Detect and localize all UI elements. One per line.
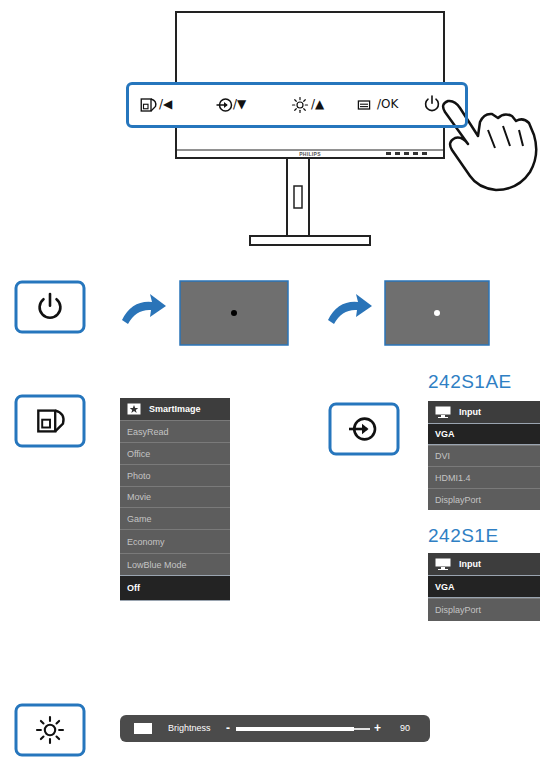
osd-menu: InputVGA DVI HDMI1.4DisplayPort <box>428 401 540 510</box>
menu-header-icon <box>127 403 141 415</box>
menu-header: Input <box>428 401 540 423</box>
menu-option: VGA <box>435 582 455 592</box>
menu-header-icon <box>435 558 451 570</box>
menu-item: LowBlue Mode <box>120 553 230 575</box>
icon-box <box>16 282 84 332</box>
screen-state <box>180 281 288 345</box>
brightness-bar: Brightness - +90 <box>120 715 430 742</box>
panel-ground <box>126 82 468 128</box>
menu-header: Input <box>428 553 540 575</box>
menu-option: Office <box>127 449 150 459</box>
menu-header-icon <box>435 406 451 418</box>
pointing-hand <box>443 101 536 190</box>
osd-menu: InputVGA DisplayPort <box>428 553 540 621</box>
menu-option: DVI <box>435 451 450 461</box>
monitor-stand <box>287 158 309 238</box>
menu-option: Game <box>127 514 152 524</box>
menu-item: DVI <box>428 445 540 466</box>
menu-item: Off <box>120 575 230 601</box>
menu-item: Game <box>120 507 230 529</box>
bar-icon <box>134 723 152 734</box>
menu-option: Off <box>127 583 140 593</box>
button-label: /OK <box>377 97 398 111</box>
menu-item: Office <box>120 442 230 464</box>
menu-option: LowBlue Mode <box>127 560 187 570</box>
setting-name: Brightness <box>168 724 211 733</box>
value-number: 90 <box>400 724 410 733</box>
menu-title: SmartImage <box>149 404 201 414</box>
monitor-base <box>250 236 370 245</box>
button-label: /▼ <box>233 97 246 111</box>
menu-option: DisplayPort <box>435 605 481 615</box>
menu-title: Input <box>459 559 481 569</box>
slider-sign: + <box>374 722 381 734</box>
led-dot <box>434 310 440 316</box>
menu-item: DisplayPort <box>428 488 540 510</box>
model-name: 242S1E <box>428 526 499 545</box>
menu-item: HDMI1.4 <box>428 466 540 488</box>
menu-item: Movie <box>120 486 230 507</box>
monitor-buttons <box>386 152 427 155</box>
menu-item: Economy <box>120 529 230 553</box>
slider-sign: - <box>226 722 230 734</box>
header-icon <box>127 403 141 415</box>
menu-option: Movie <box>127 492 151 502</box>
menu-header: SmartImage <box>120 398 230 420</box>
icon-box <box>16 396 84 446</box>
menu-option: Photo <box>127 471 151 481</box>
menu-title: Input <box>459 407 481 417</box>
button-panel: /◀ /▼ /▲ /OK <box>126 82 468 128</box>
menu-item: VGA <box>428 423 540 445</box>
button-label: /▲ <box>311 97 324 111</box>
icon-box <box>16 705 84 755</box>
icon-box <box>330 404 398 454</box>
menu-option: Economy <box>127 537 165 547</box>
header-icon <box>435 406 451 418</box>
monitor-bezel <box>176 150 444 151</box>
menu-item: EasyRead <box>120 420 230 442</box>
menu-option: DisplayPort <box>435 495 481 505</box>
button-label: /◀ <box>159 97 172 111</box>
header-icon <box>435 558 451 570</box>
led-dot <box>231 310 237 316</box>
model-name: 242S1AE <box>428 372 512 391</box>
menu-item: Photo <box>120 464 230 486</box>
menu-item: VGA <box>428 575 540 598</box>
menu-option: EasyRead <box>127 427 169 437</box>
slider-fill <box>236 727 354 731</box>
menu-item: DisplayPort <box>428 598 540 621</box>
osd-menu: SmartImageEasyReadOfficePhotoMovieGameEc… <box>120 398 230 601</box>
menu-option: VGA <box>435 429 455 439</box>
stand-slot <box>294 186 302 208</box>
menu-option: HDMI1.4 <box>435 473 471 483</box>
brand-logo: PHILIPS <box>299 152 321 157</box>
screen-state <box>385 281 489 345</box>
